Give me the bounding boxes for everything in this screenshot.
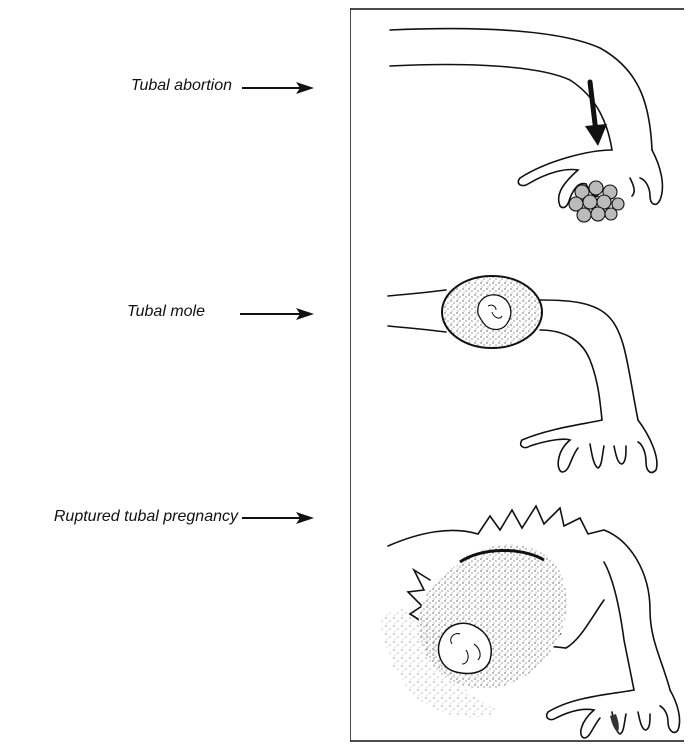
expelled-embryo-mass (569, 181, 624, 222)
arrow-tubal-abortion (242, 82, 314, 94)
label-tubal-abortion: Tubal abortion (131, 77, 232, 95)
illustration-panel (350, 8, 684, 742)
label-tubal-mole: Tubal mole (127, 303, 205, 321)
internal-flow-arrow (585, 124, 607, 146)
tubal-abortion-drawing (390, 29, 662, 208)
label-ruptured-tubal-pregnancy: Ruptured tubal pregnancy (54, 508, 238, 526)
arrow-tubal-mole (240, 308, 314, 320)
illustration-svg (350, 8, 684, 742)
arrow-ruptured-tubal-pregnancy (242, 512, 314, 524)
